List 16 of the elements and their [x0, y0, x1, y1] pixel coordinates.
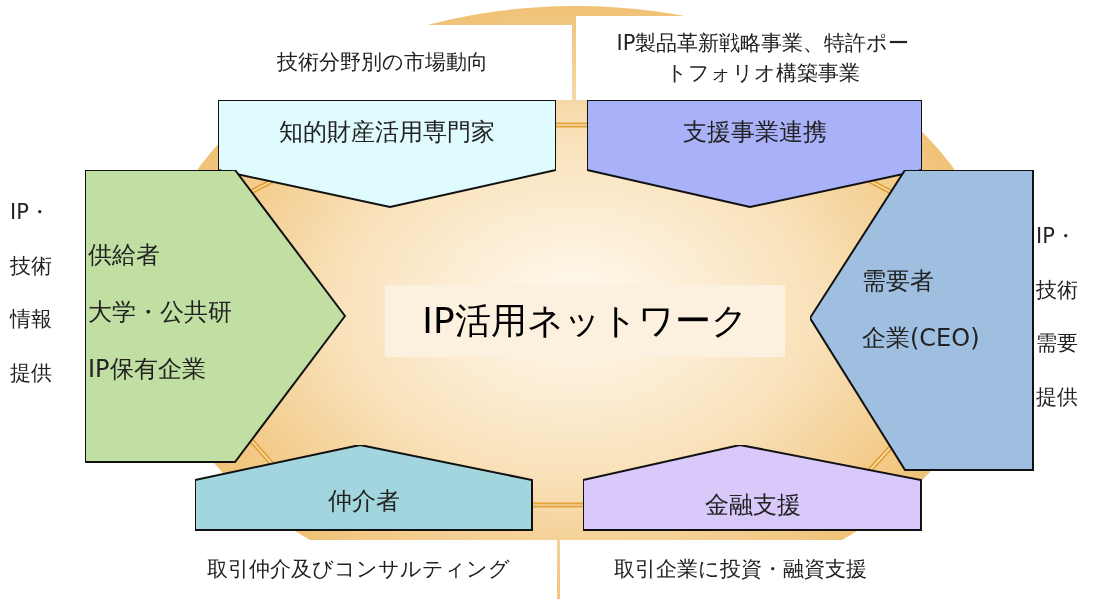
node-label: 支援事業連携 — [682, 117, 827, 148]
double-line-connector — [249, 178, 274, 195]
node-label: 大学・公共研 — [88, 297, 232, 328]
node-label: 仲介者 — [328, 486, 400, 517]
double-line-connector — [556, 122, 587, 128]
node-label: 知的財産活用専門家 — [279, 117, 495, 148]
double-line-connector — [249, 438, 274, 466]
node-label: 企業(CEO) — [862, 323, 980, 354]
node-label: 供給者 — [88, 240, 161, 271]
double-line-connector — [532, 502, 583, 508]
double-line-connector — [868, 178, 893, 195]
node-label: IP保有企業 — [88, 354, 207, 385]
node-label: 金融支援 — [704, 490, 801, 521]
node-label: 需要者 — [862, 266, 935, 297]
double-line-connector — [868, 445, 893, 472]
title: IP活用ネットワーク — [385, 285, 785, 357]
